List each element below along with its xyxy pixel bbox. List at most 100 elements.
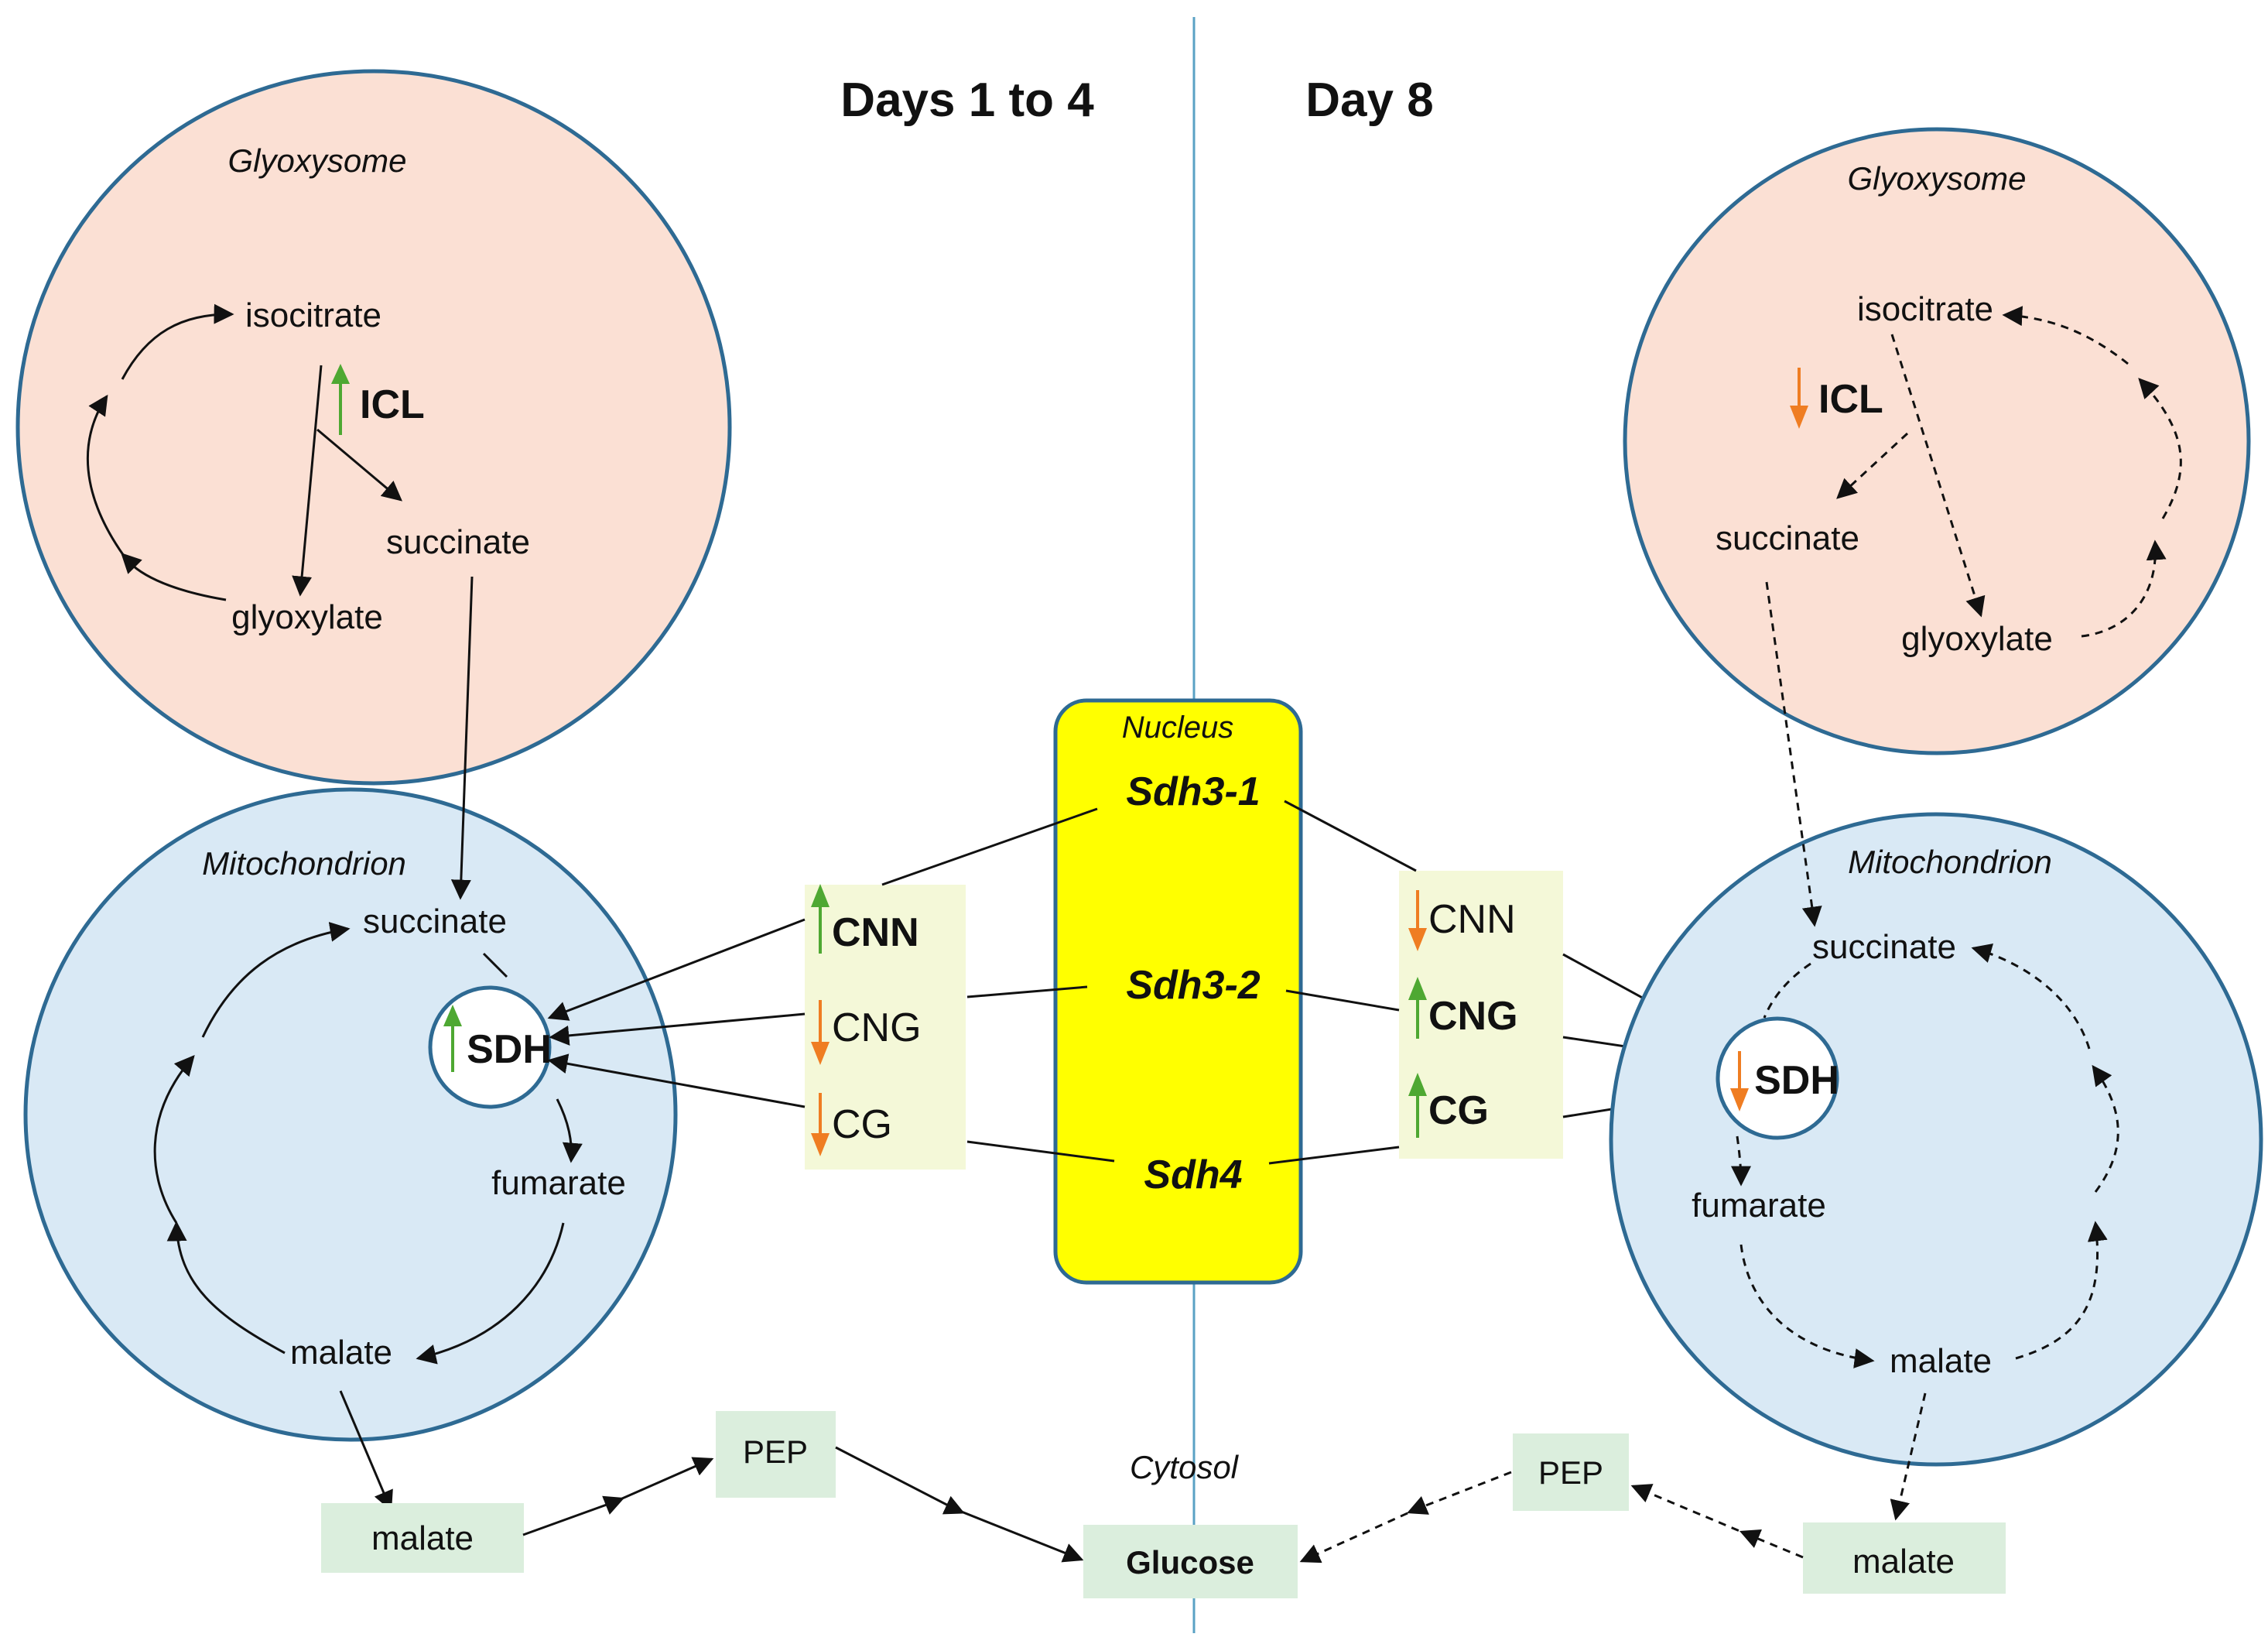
glucose-box (1083, 1525, 1298, 1598)
nucleus-label: Nucleus (1122, 711, 1234, 745)
cng-right: CNG (1428, 994, 1518, 1039)
pep-to-glucose-left (835, 1446, 1084, 1563)
glyoxysome-left (15, 69, 732, 786)
malate-cytosol-right: malate (1852, 1543, 1955, 1581)
malate-to-oaa-left (166, 1221, 286, 1355)
sdh3-2-to-cng-right (1285, 989, 1400, 1012)
sdh3-1-to-cnn-left (881, 807, 1098, 886)
glucose: Glucose (1126, 1544, 1254, 1581)
cg-right-up-arrow (1408, 1073, 1427, 1138)
isocitrate-to-glyoxylate-right (1890, 334, 1986, 618)
cnn-right: CNN (1428, 897, 1516, 942)
cytosol-label: Cytosol (1130, 1449, 1240, 1485)
gene-sdh3-1: Sdh3-1 (1126, 769, 1260, 814)
fumarate-left: fumarate (491, 1164, 626, 1202)
isocitrate-to-glyoxylate-left (292, 365, 323, 597)
glyox-cycle-right-c (2002, 306, 2129, 365)
pep-box-right (1513, 1433, 1629, 1511)
icl-left-up-arrow (331, 364, 350, 435)
cnn-to-sdh-left (547, 918, 806, 1021)
sdh3-1-to-cnn-right (1284, 800, 1417, 872)
glyoxysome-right-label: Glyoxysome (1847, 160, 2026, 197)
cnn-left: CNN (832, 910, 919, 955)
succinate-to-sdh-left (482, 952, 508, 978)
isocitrate-left: isocitrate (245, 296, 381, 334)
sdh-to-fumarate-left (556, 1098, 583, 1163)
isocitrate-right: isocitrate (1857, 290, 1993, 328)
sdh-left-circle[interactable] (428, 985, 552, 1109)
glyox-cycle-left-b (86, 394, 125, 557)
cng-to-sdh-left (549, 1012, 806, 1046)
succinate-transport-left (450, 576, 474, 900)
mitochondrion-right (1609, 812, 2263, 1467)
sdh-right-down-arrow (1730, 1051, 1749, 1111)
cg-right: CG (1428, 1088, 1489, 1133)
icl-to-succinate-right (1836, 432, 1909, 499)
icl-right-down-arrow (1790, 368, 1808, 429)
sdh3-2-to-cng-left (966, 985, 1088, 998)
glyox-cycle-left-c (121, 303, 234, 380)
fumarate-right: fumarate (1692, 1187, 1826, 1224)
nucleus (1053, 698, 1303, 1285)
malate-to-pep-right (1630, 1484, 1804, 1559)
succinate-mito-left: succinate (363, 902, 507, 940)
oaa-to-succinate-right (1971, 943, 2091, 1050)
cg-to-sdh-left (547, 1053, 806, 1108)
pep-left: PEP (743, 1433, 808, 1470)
oaa-cycle-right (2092, 1064, 2119, 1193)
methylation-box-left (805, 885, 966, 1170)
cng-left: CNG (832, 1005, 922, 1050)
malate-mito-left: malate (290, 1334, 392, 1372)
pep-right: PEP (1538, 1454, 1603, 1491)
cng-right-up-arrow (1408, 977, 1427, 1039)
succinate-transport-right (1765, 581, 1822, 927)
glyoxysome-right (1623, 127, 2251, 755)
mitochondrion-left-label: Mitochondrion (202, 845, 406, 882)
cg-left-down-arrow (811, 1093, 830, 1156)
icl-left: ICL (360, 382, 425, 427)
malate-to-oaa-right (2015, 1221, 2108, 1360)
pep-to-glucose-right (1299, 1471, 1512, 1564)
succinate-glyox-right: succinate (1716, 519, 1859, 557)
sdh-left: SDH (467, 1027, 552, 1072)
sdh-to-fumarate-right (1730, 1135, 1751, 1187)
mitochondrion-left (23, 787, 678, 1442)
cnn-right-down-arrow (1408, 890, 1427, 951)
header-days-1-to-4: Days 1 to 4 (840, 74, 1094, 127)
fumarate-to-malate-left (416, 1222, 565, 1365)
mitochondrion-right-label: Mitochondrion (1848, 844, 2052, 880)
sdh4-to-cg-right (1268, 1146, 1400, 1165)
malate-box-left (321, 1503, 524, 1573)
glyoxysome-left-label: Glyoxysome (227, 142, 406, 179)
header-day-8: Day 8 (1305, 74, 1433, 127)
gene-sdh3-2: Sdh3-2 (1126, 963, 1260, 1008)
sdh-right: SDH (1754, 1058, 1839, 1103)
pep-box-left (716, 1411, 836, 1498)
cng-left-down-arrow (811, 1000, 830, 1065)
oaa-cycle-left (153, 1055, 195, 1224)
icl-to-succinate-left (316, 428, 402, 502)
sdh4-to-cg-left (966, 1140, 1115, 1163)
malate-mito-right: malate (1890, 1342, 1992, 1380)
cg-left: CG (832, 1102, 892, 1147)
succinate-glyox-left: succinate (386, 523, 530, 561)
gene-sdh4: Sdh4 (1144, 1153, 1242, 1197)
succinate-mito-right: succinate (1812, 928, 1956, 966)
sdh-right-circle[interactable] (1716, 1016, 1839, 1140)
malate-cytosol-left: malate (371, 1519, 474, 1557)
cnn-left-up-arrow (811, 884, 830, 954)
malate-export-left (339, 1390, 393, 1512)
malate-to-pep-left (522, 1457, 714, 1536)
icl-right: ICL (1818, 377, 1883, 422)
fumarate-to-malate-right (1739, 1244, 1875, 1368)
glyox-cycle-right-a (2081, 539, 2167, 638)
glyoxylate-left: glyoxylate (231, 598, 383, 636)
oaa-to-succinate-left (201, 922, 351, 1038)
glyox-cycle-right-b (2138, 378, 2182, 519)
glyoxylate-right: glyoxylate (1901, 620, 2053, 658)
malate-export-right (1890, 1392, 1927, 1521)
malate-box-right (1803, 1522, 2006, 1594)
methylation-box-right (1399, 871, 1563, 1159)
sdh-left-up-arrow (443, 1005, 462, 1072)
